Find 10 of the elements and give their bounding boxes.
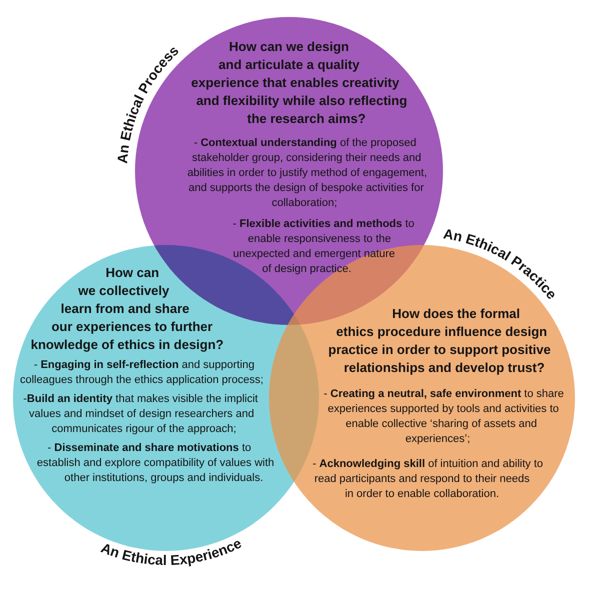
bullet-text: - Creating a neutral, safe environment to share experiences supported by tools and activities to enable collective ‘sharing of assets and experiences’;	[324, 388, 564, 446]
bullet-text: - Disseminate and share motivations to establish and explore compatibility of values with other institutions, groups and individuals.	[36, 442, 274, 484]
bullet-text: - Contextual understanding of the proposed stakeholder group, considering their needs and abilities in order to justify method of engagement, and supports the design of bespoke activities for collaboration;	[187, 137, 428, 209]
bullet-text: -Build an identity that makes visible the implicit values and mindset of design researchers and communicates rigour of the approach;	[23, 393, 258, 435]
bullet-text: - Engaging in self-reflection and supporting colleagues through the ethics application process;	[20, 359, 264, 386]
bullet-text: - Flexible activities and methods to enable responsiveness to the unexpected and emergent nature of design practice.	[232, 218, 414, 275]
bullet-text: - Acknowledging skill of intuition and ability to read participants and respond to their needs in order to enable collaboration.	[312, 458, 544, 500]
question-text: How can we collectively learn from and share our experiences to further knowledge of ethics in design?	[30, 265, 224, 352]
question-text: How does the formal ethics procedure influence design practice in order to support positive relationships and develop trust?	[328, 306, 551, 376]
question-text: How can we design and articulate a quality experience that enables creativity and flexibility while also reflecting the research aims?	[191, 39, 408, 126]
